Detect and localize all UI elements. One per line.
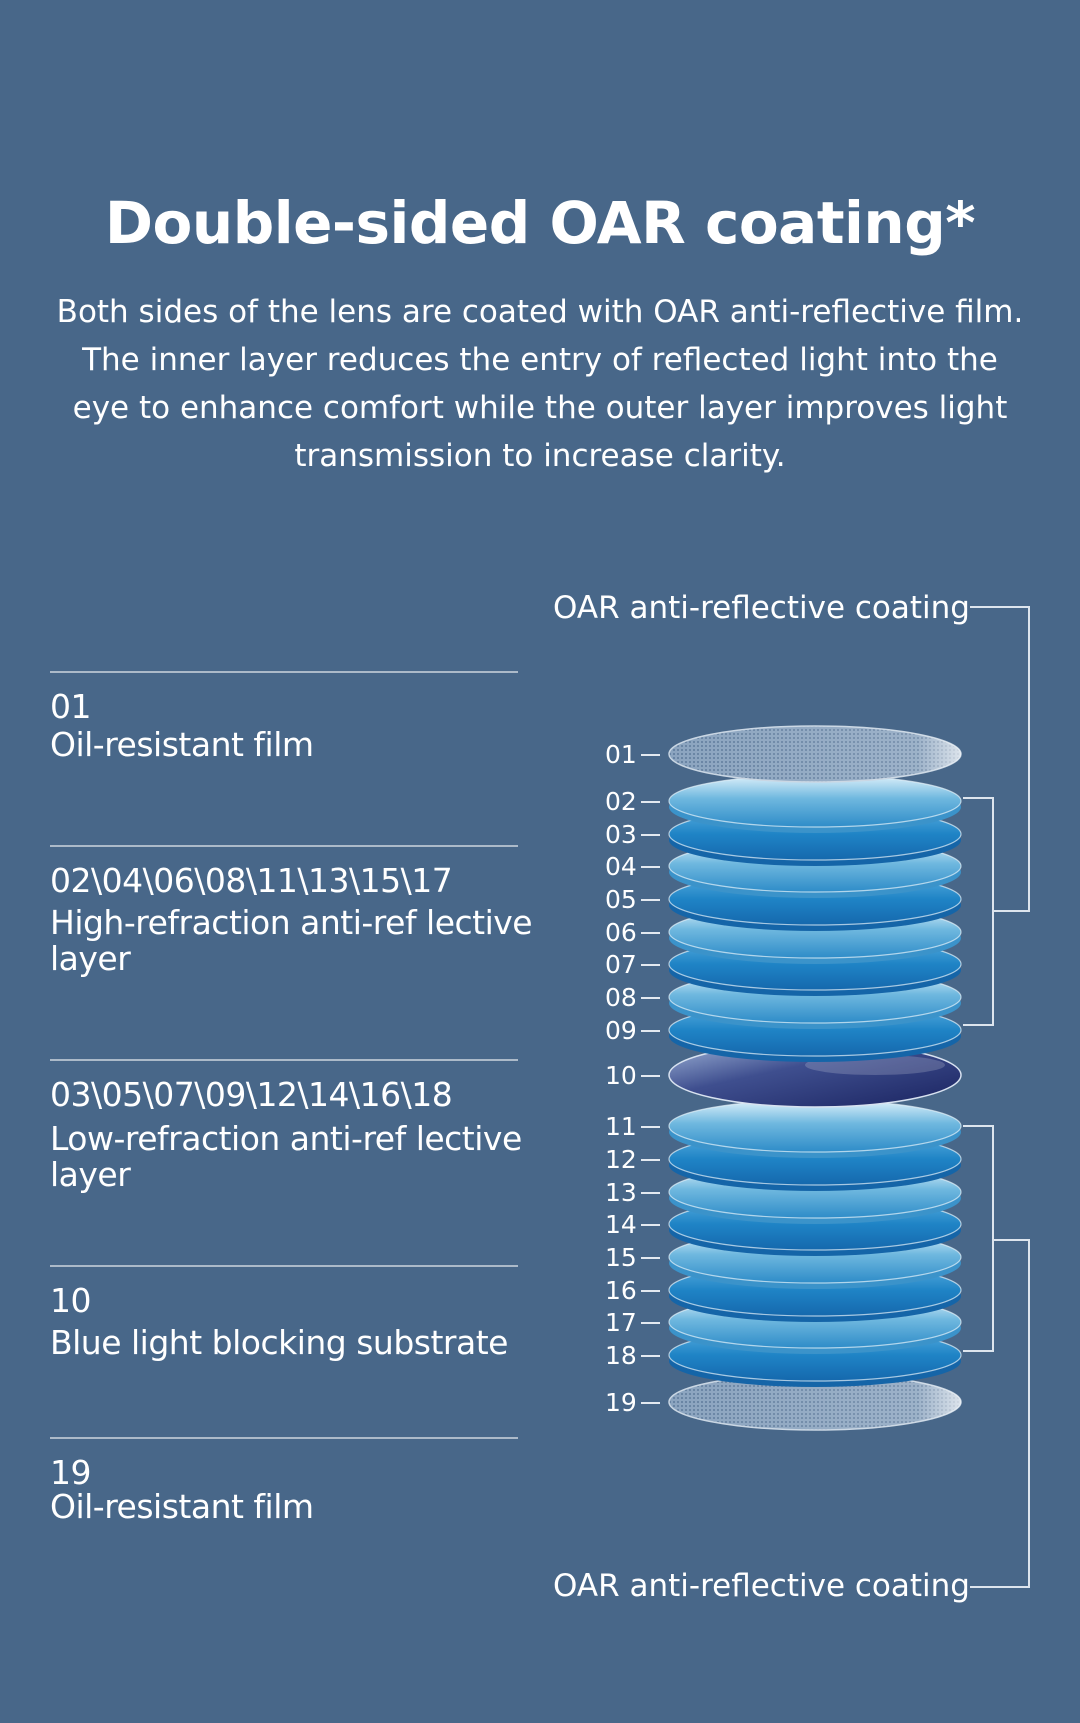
legend-label: Oil-resistant film	[50, 1487, 314, 1526]
legend-divider	[50, 671, 518, 673]
layer-number-03: 03	[605, 820, 637, 849]
layer-number-05: 05	[605, 885, 637, 914]
callout-bottom-label: OAR anti-reflective coating	[553, 1568, 970, 1604]
legend-code: 10	[50, 1281, 92, 1320]
layer-number-14: 14	[605, 1210, 637, 1239]
bracket-bottom-outer	[970, 1239, 1030, 1588]
layer-number-17: 17	[605, 1308, 637, 1337]
legend-label: Low-refraction anti-ref lective layer	[50, 1119, 522, 1194]
bracket-top-inner	[963, 797, 994, 1026]
layer-number-09: 09	[605, 1016, 637, 1045]
legend-divider	[50, 1059, 518, 1061]
legend-divider	[50, 845, 518, 847]
layer-number-07: 07	[605, 950, 637, 979]
layer-number-12: 12	[605, 1145, 637, 1174]
layer-number-08: 08	[605, 983, 637, 1012]
legend-code: 01	[50, 687, 92, 726]
layer-number-01: 01	[605, 740, 637, 769]
layer-number-13: 13	[605, 1178, 637, 1207]
legend-label: Blue light blocking substrate	[50, 1323, 508, 1362]
legend-code: 03\05\07\09\12\14\16\18	[50, 1075, 453, 1114]
layer-number-18: 18	[605, 1341, 637, 1370]
legend-divider	[50, 1265, 518, 1267]
layer-number-06: 06	[605, 918, 637, 947]
legend-label: Oil-resistant film	[50, 725, 314, 764]
layer-number-02: 02	[605, 787, 637, 816]
bracket-top-outer	[970, 606, 1030, 912]
lens-layer-01	[668, 725, 962, 783]
bracket-bottom-inner	[963, 1125, 994, 1352]
legend-code: 02\04\06\08\11\13\15\17	[50, 861, 453, 900]
layer-number-11: 11	[605, 1112, 637, 1141]
lens-layer-02	[668, 774, 962, 833]
layer-number-04: 04	[605, 852, 637, 881]
page-title: Double-sided OAR coating*	[104, 189, 976, 257]
lens-layer-11	[668, 1099, 962, 1158]
legend-divider	[50, 1437, 518, 1439]
layer-number-19: 19	[605, 1388, 637, 1417]
lens-layer-19	[668, 1373, 962, 1431]
callout-top-label: OAR anti-reflective coating	[553, 590, 970, 626]
layer-number-10: 10	[605, 1061, 637, 1090]
description-text: Both sides of the lens are coated with O…	[56, 294, 1024, 474]
layer-number-16: 16	[605, 1276, 637, 1305]
layer-number-15: 15	[605, 1243, 637, 1272]
legend-label: High-refraction anti-ref lective layer	[50, 903, 533, 978]
legend-code: 19	[50, 1453, 92, 1492]
